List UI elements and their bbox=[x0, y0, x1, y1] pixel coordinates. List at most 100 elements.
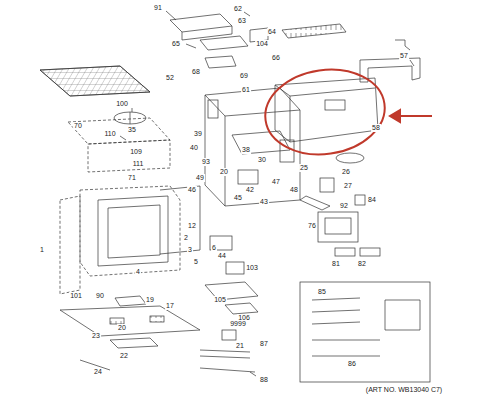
callout-number: 22 bbox=[119, 352, 129, 360]
callout-number: 30 bbox=[257, 156, 267, 164]
callout-number: 76 bbox=[307, 222, 317, 230]
callout-number: 58 bbox=[371, 124, 381, 132]
callout-number: 3 bbox=[187, 246, 193, 254]
interlock bbox=[226, 262, 244, 274]
callout-number: 45 bbox=[233, 194, 243, 202]
leader-lines bbox=[120, 11, 414, 140]
callout-number: 38 bbox=[241, 146, 251, 154]
art-number-note: (ART NO. WB13040 C7) bbox=[365, 386, 443, 394]
filter bbox=[115, 296, 146, 306]
stirrer-shaft bbox=[130, 112, 131, 124]
relay-board bbox=[238, 170, 258, 184]
callout-number: 43 bbox=[259, 198, 269, 206]
callout-number: 88 bbox=[259, 376, 269, 384]
kit-parts bbox=[312, 298, 420, 356]
door-glass bbox=[98, 196, 168, 266]
fuse-holder bbox=[320, 178, 334, 192]
callout-number: 109 bbox=[129, 148, 143, 156]
callout-number: 101 bbox=[69, 292, 83, 300]
bottom-plate bbox=[60, 306, 200, 336]
callout-number: 63 bbox=[237, 17, 247, 25]
callout-number: 1 bbox=[39, 246, 45, 254]
small-part-2 bbox=[360, 248, 380, 256]
stirrer bbox=[114, 112, 146, 124]
callout-number: 69 bbox=[239, 72, 249, 80]
callout-number: 25 bbox=[299, 164, 309, 172]
callout-number: 49 bbox=[195, 174, 205, 182]
callout-number: 86 bbox=[347, 360, 357, 368]
display-board bbox=[318, 212, 358, 242]
callout-number: 90 bbox=[95, 292, 105, 300]
callout-number: 20 bbox=[219, 168, 229, 176]
door-frame bbox=[80, 186, 180, 276]
control-panel bbox=[68, 118, 170, 144]
turntable-ring bbox=[336, 153, 364, 163]
callout-number: 85 bbox=[317, 288, 327, 296]
callout-number: 91 bbox=[153, 4, 163, 12]
callout-number: 12 bbox=[187, 222, 197, 230]
callout-number: 65 bbox=[171, 40, 181, 48]
bracket-low bbox=[300, 196, 330, 210]
callout-number: 64 bbox=[267, 28, 277, 36]
callout-number: 46 bbox=[187, 186, 197, 194]
callout-number: 24 bbox=[93, 368, 103, 376]
highlight-arrowhead bbox=[390, 110, 400, 122]
callout-number: 27 bbox=[343, 182, 353, 190]
door-choke bbox=[60, 196, 80, 294]
callout-number: 110 bbox=[103, 130, 116, 138]
callout-number: 5 bbox=[193, 258, 199, 266]
cavity-floor bbox=[232, 131, 290, 154]
highlight-ellipse bbox=[260, 62, 391, 162]
door-panel bbox=[160, 186, 200, 254]
lamp-cover bbox=[225, 303, 258, 314]
callout-number: 111 bbox=[132, 160, 145, 168]
callout-number: 104 bbox=[255, 40, 269, 48]
callout-number: 84 bbox=[367, 196, 377, 204]
oven-rack bbox=[40, 66, 150, 96]
vent-duct bbox=[170, 14, 232, 32]
magnetron bbox=[208, 100, 218, 118]
callout-number: 21 bbox=[235, 342, 245, 350]
outer-case-edges bbox=[275, 85, 375, 142]
callout-number: 66 bbox=[271, 54, 281, 62]
callout-number: 100 bbox=[115, 100, 129, 108]
callout-number: 81 bbox=[331, 260, 341, 268]
callout-number: 71 bbox=[127, 174, 137, 182]
callout-number: 17 bbox=[165, 302, 175, 310]
switch bbox=[355, 195, 365, 205]
callout-number: 93 bbox=[201, 158, 211, 166]
callout-number: 62 bbox=[233, 5, 243, 13]
callout-number: 103 bbox=[245, 264, 259, 272]
callout-number: 39 bbox=[193, 130, 203, 138]
callout-number: 61 bbox=[241, 86, 251, 94]
vent-slots-2 bbox=[150, 316, 164, 322]
case-opening bbox=[325, 100, 345, 110]
wire bbox=[395, 40, 410, 50]
callout-number: 105 bbox=[213, 296, 227, 304]
callout-number: 92 bbox=[339, 202, 349, 210]
callout-number: 19 bbox=[145, 296, 155, 304]
cavity-edges bbox=[205, 95, 300, 206]
small-part bbox=[335, 248, 355, 256]
control-panel-front bbox=[88, 140, 170, 172]
callout-number: 42 bbox=[245, 186, 255, 194]
callout-number: 26 bbox=[341, 168, 351, 176]
install-kit-box bbox=[300, 282, 430, 382]
callout-number: 23 bbox=[91, 332, 101, 340]
display-window bbox=[325, 218, 351, 234]
callout-number: 35 bbox=[127, 126, 137, 134]
callout-number: 4 bbox=[135, 268, 141, 276]
harness bbox=[200, 350, 250, 358]
callout-number: 47 bbox=[271, 178, 281, 186]
callout-number: 2 bbox=[183, 234, 189, 242]
callout-number: 48 bbox=[289, 186, 299, 194]
callout-number: 52 bbox=[165, 74, 175, 82]
label-plate bbox=[222, 330, 236, 340]
outer-case bbox=[275, 78, 378, 142]
grease-filter bbox=[110, 338, 158, 348]
callout-number: 68 bbox=[191, 68, 201, 76]
door-screen bbox=[108, 205, 160, 258]
grille-top bbox=[282, 24, 346, 38]
callout-number: 70 bbox=[73, 122, 83, 130]
